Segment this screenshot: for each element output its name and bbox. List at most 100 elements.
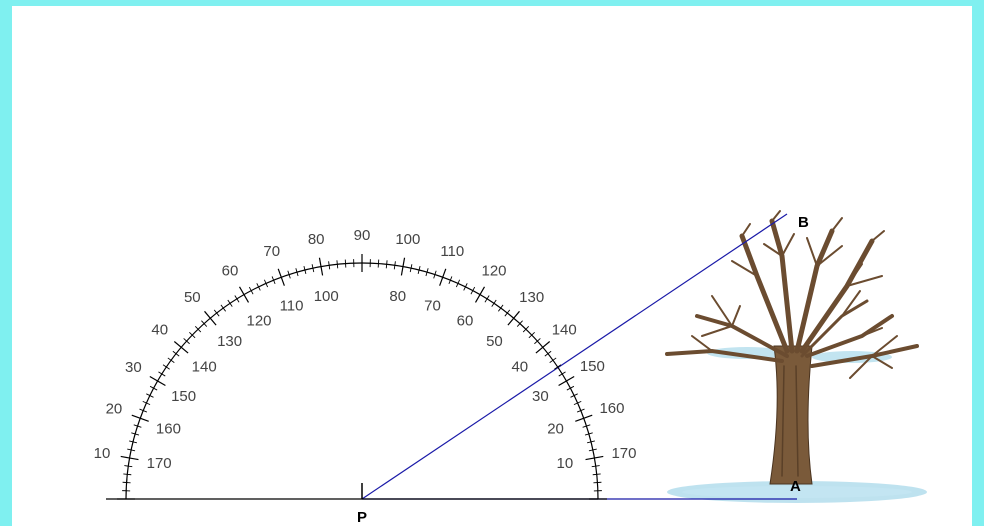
protractor-tick [409, 264, 413, 273]
protractor-tick [558, 371, 566, 377]
protractor-tick [573, 400, 582, 406]
inner-angle-label: 60 [457, 313, 474, 330]
protractor-tick [470, 286, 476, 295]
protractor-tick [328, 261, 331, 270]
protractor-tick [204, 310, 217, 326]
protractor-tick [498, 304, 504, 312]
protractor-tick [544, 350, 552, 357]
outer-angle-label: 10 [94, 445, 111, 462]
protractor-tick [400, 257, 406, 276]
protractor-tick [123, 473, 132, 476]
inner-angle-label: 50 [486, 333, 503, 350]
protractor-tick [303, 266, 307, 275]
protractor-tick [463, 283, 468, 291]
inner-angle-label: 30 [532, 388, 549, 405]
protractor-tick [585, 455, 604, 461]
inner-angle-label: 150 [171, 388, 196, 405]
outer-angle-label: 80 [308, 231, 325, 248]
protractor-tick [162, 364, 170, 370]
protractor-tick [593, 481, 602, 484]
protractor-tick [576, 408, 585, 413]
protractor-tick [504, 309, 511, 317]
protractor-tick [133, 424, 142, 428]
point-a-label: A [790, 478, 801, 495]
outer-angle-label: 50 [184, 289, 201, 306]
protractor-tick [124, 465, 133, 468]
protractor-tick [189, 331, 196, 339]
protractor-tick [433, 270, 437, 279]
protractor-tick [129, 440, 138, 444]
protractor-tick [385, 260, 388, 269]
protractor-tick [558, 375, 575, 387]
protractor-tick [584, 432, 593, 436]
protractor-tick [277, 268, 285, 286]
outer-angle-label: 20 [106, 401, 123, 418]
protractor-tick [238, 286, 250, 303]
tree-illustration [665, 210, 919, 485]
outer-angle-label: 70 [263, 243, 280, 260]
protractor-tick [507, 310, 520, 326]
protractor-tick [263, 279, 269, 288]
protractor-tick [439, 268, 447, 286]
protractor-tick [377, 259, 380, 268]
inner-angle-label: 140 [192, 359, 217, 376]
protractor-tick [566, 385, 575, 391]
protractor-tick [271, 276, 276, 285]
protractor-tick [201, 320, 208, 327]
protractor-tick [417, 266, 421, 275]
inner-angle-label: 160 [156, 421, 181, 438]
outer-angle-label: 140 [552, 321, 577, 338]
protractor-tick [142, 400, 151, 406]
outer-angle-label: 60 [222, 262, 239, 279]
ground-snow [667, 481, 927, 503]
protractor-tick [120, 455, 139, 461]
point-p-label: P [357, 509, 367, 526]
outer-angle-label: 150 [580, 358, 605, 375]
protractor-tick [570, 393, 578, 398]
inner-angle-label: 20 [547, 421, 564, 438]
protractor-tick [167, 357, 175, 363]
protractor-tick [455, 279, 461, 288]
protractor-tick [234, 295, 240, 303]
protractor-tick [287, 270, 291, 279]
protractor-tick [227, 299, 233, 307]
protractor-tick [149, 385, 158, 391]
protractor-tick [575, 414, 593, 422]
protractor-tick [248, 286, 254, 295]
point-b-label: B [798, 214, 809, 231]
outer-angle-label: 130 [519, 289, 544, 306]
protractor-tick [554, 364, 562, 370]
outer-angle-label: 100 [395, 231, 420, 248]
protractor-tick [491, 299, 497, 307]
inner-angle-label: 80 [389, 288, 406, 305]
inner-angle-label: 70 [424, 297, 441, 314]
protractor-tick [528, 331, 535, 339]
protractor-tick [586, 440, 595, 444]
inner-angle-label: 170 [147, 455, 172, 472]
outer-angle-label: 120 [481, 262, 506, 279]
inner-angle-label: 10 [557, 455, 574, 472]
outer-angle-label: 90 [354, 227, 371, 244]
inner-angle-label: 110 [280, 297, 304, 314]
protractor-tick [393, 261, 396, 270]
protractor-tick [535, 341, 551, 354]
protractor-tick [173, 341, 189, 354]
protractor-tick [484, 295, 490, 303]
protractor-tick [131, 414, 149, 422]
inner-angle-label: 100 [314, 288, 339, 305]
protractor-tick [474, 286, 486, 303]
protractor-tick [592, 473, 601, 476]
protractor-tick [127, 448, 136, 452]
protractor-tick [448, 276, 453, 285]
outer-angle-label: 170 [611, 445, 636, 462]
protractor-tick [318, 257, 324, 276]
protractor-tick [158, 371, 166, 377]
protractor-tick [344, 259, 347, 268]
protractor-tick [582, 424, 591, 428]
inner-angle-label: 120 [246, 313, 271, 330]
protractor-tick [146, 393, 154, 398]
protractor-tick [549, 357, 557, 363]
